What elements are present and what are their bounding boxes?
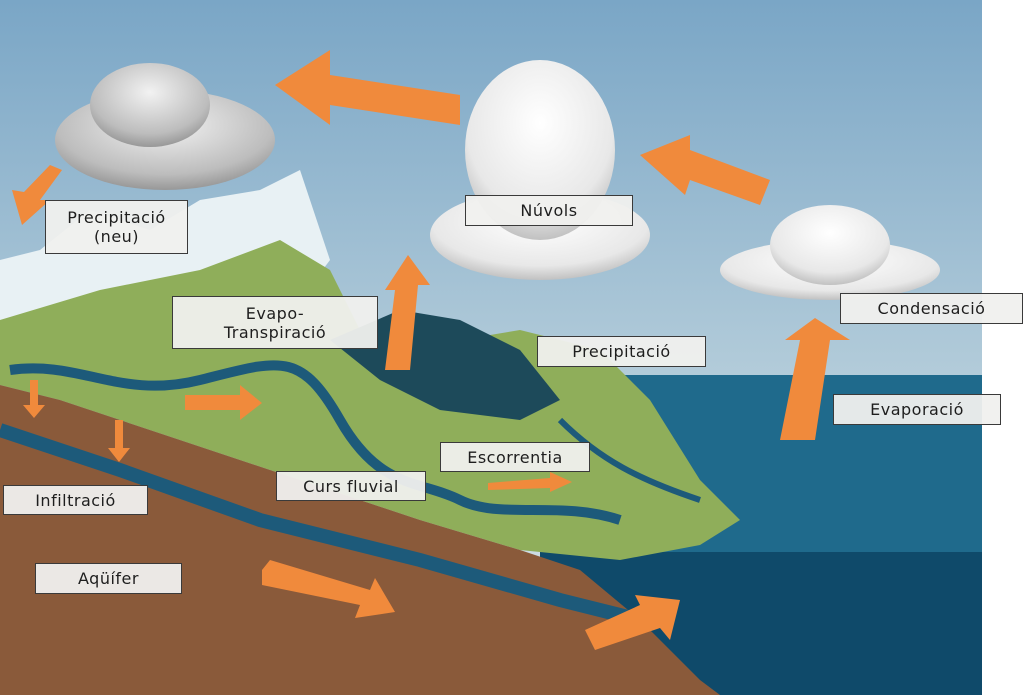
arrow-right-cloud-to-center [640, 135, 770, 205]
arrow-infiltration-2 [108, 420, 130, 462]
arrow-to-sea [585, 595, 680, 650]
label-river: Curs fluvial [276, 471, 426, 501]
label-clouds: Núvols [465, 195, 633, 226]
arrow-evapotranspiration-up [385, 255, 430, 370]
arrow-infiltration-1 [23, 380, 45, 418]
label-runoff: Escorrentia [440, 442, 590, 472]
forest [330, 310, 560, 420]
dark-cloud [55, 63, 275, 190]
underground-water [0, 423, 642, 627]
label-infiltration: Infiltració [3, 485, 148, 515]
label-snow-precipitation: Precipitació (neu) [45, 200, 188, 254]
river-branch [557, 417, 701, 503]
label-evapotranspiration: Evapo- Transpiració [172, 296, 378, 349]
arrows [12, 50, 850, 650]
label-precipitation: Precipitació [537, 336, 706, 367]
label-condensation: Condensació [840, 293, 1023, 324]
arrow-groundwater [262, 560, 395, 618]
arrow-condensation-up [780, 318, 850, 440]
label-evaporation: Evaporació [833, 394, 1001, 425]
arrow-cloud-to-cloud-top [275, 50, 460, 125]
label-aquifer: Aqüífer [35, 563, 182, 594]
white-cloud-right [720, 205, 940, 300]
arrow-runoff-2 [488, 472, 572, 492]
arrow-snow-down [12, 165, 62, 225]
river [9, 360, 622, 525]
arrow-runoff [185, 385, 262, 420]
